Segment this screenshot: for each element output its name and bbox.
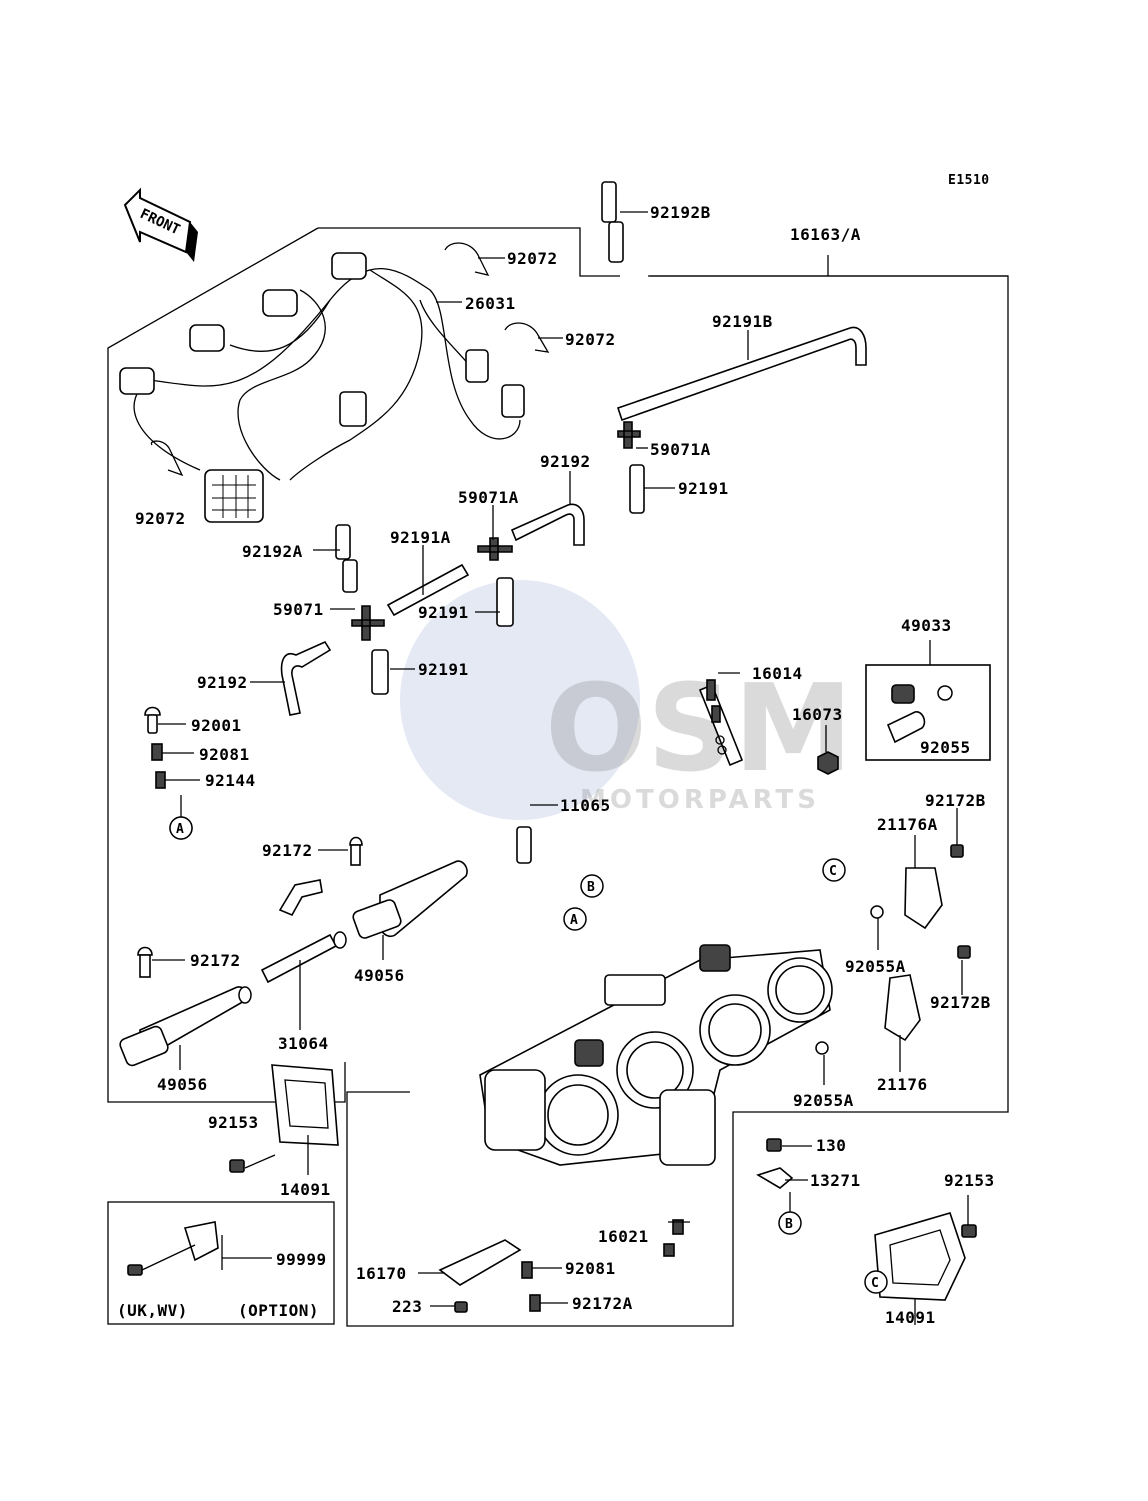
option-region-text: (UK,WV): [117, 1301, 188, 1320]
part-label-92055A: 92055A: [793, 1091, 854, 1110]
part-label-92001: 92001: [191, 716, 242, 735]
connector-icon: [465, 349, 489, 383]
assembly-frame: [107, 227, 1009, 1327]
part-label-92072: 92072: [135, 509, 186, 528]
watermark-logo-text: OSM: [545, 660, 853, 799]
part-label-49056: 49056: [157, 1075, 208, 1094]
part-label-92055A: 92055A: [845, 957, 906, 976]
part-label-21176: 21176: [877, 1075, 928, 1094]
part-label-59071: 59071: [273, 600, 324, 619]
part-label-92072: 92072: [507, 249, 558, 268]
part-label-92191: 92191: [418, 603, 469, 622]
part-label-92072: 92072: [565, 330, 616, 349]
part-label-16014: 16014: [752, 664, 803, 683]
part-label-92153: 92153: [208, 1113, 259, 1132]
diagram-code: E1510: [948, 173, 990, 188]
part-label-92191: 92191: [678, 479, 729, 498]
part-labels: 92192B 16163/A 92072 26031 92072 92191B …: [135, 203, 995, 1327]
part-label-49033: 49033: [901, 616, 952, 635]
connector-icon: [189, 324, 225, 352]
option-note-text: (OPTION): [238, 1301, 319, 1320]
part-label-92192B: 92192B: [650, 203, 711, 222]
wiring-harness: [119, 252, 525, 523]
part-label-92172: 92172: [190, 951, 241, 970]
part-label-92192: 92192: [540, 452, 591, 471]
ref-marker-c-bottom: C: [871, 1276, 879, 1291]
part-label-92172: 92172: [262, 841, 313, 860]
ref-marker-a-left: A: [176, 822, 184, 837]
fuel-delivery-pipes: [119, 836, 468, 1067]
connector-icon: [119, 367, 155, 395]
ref-marker-a-mid: A: [570, 913, 578, 928]
part-label-16170: 16170: [356, 1264, 407, 1283]
part-label-99999: 99999: [276, 1250, 327, 1269]
part-label-92055: 92055: [920, 738, 971, 757]
ref-marker-b-bottom: B: [785, 1217, 793, 1232]
part-label-21176A: 21176A: [877, 815, 938, 834]
part-label-92153: 92153: [944, 1171, 995, 1190]
connector-icon: [262, 289, 298, 317]
sensors: [698, 664, 991, 1055]
part-label-14091: 14091: [885, 1308, 936, 1327]
part-label-16073: 16073: [792, 705, 843, 724]
clamps: [150, 242, 550, 477]
part-label-59071A: 59071A: [650, 440, 711, 459]
part-label-13271: 13271: [810, 1171, 861, 1190]
part-label-31064: 31064: [278, 1034, 329, 1053]
part-label-92172B: 92172B: [925, 791, 986, 810]
main-connector-icon: [204, 469, 264, 523]
throttle-body-assembly: [479, 944, 833, 1166]
connector-icon: [331, 252, 367, 280]
ref-markers: A B A C B C: [169, 816, 888, 1294]
ref-marker-b-top: B: [587, 880, 595, 895]
part-label-92191B: 92191B: [712, 312, 773, 331]
part-label-92191: 92191: [418, 660, 469, 679]
callout-lines: [152, 211, 969, 1325]
bottom-hardware: [229, 1064, 977, 1313]
front-arrow-icon: FRONT: [123, 187, 198, 262]
part-label-92172B: 92172B: [930, 993, 991, 1012]
part-label-92192: 92192: [197, 673, 248, 692]
watermark-globe-icon: [400, 580, 640, 820]
watermark-sub-text: MOTORPARTS: [580, 785, 820, 815]
sensor-kit-box: [865, 664, 991, 761]
hose-joints: [351, 421, 641, 641]
part-label-223: 223: [392, 1297, 422, 1316]
part-label-26031: 26031: [465, 294, 516, 313]
part-label-16021: 16021: [598, 1227, 649, 1246]
part-label-92191A: 92191A: [390, 528, 451, 547]
connector-icon: [501, 384, 525, 418]
part-label-11065: 11065: [560, 796, 611, 815]
connector-icon: [339, 391, 367, 427]
ref-marker-c-top: C: [829, 864, 837, 879]
part-label-14091: 14091: [280, 1180, 331, 1199]
vacuum-hoses: [280, 181, 867, 864]
part-label-92081: 92081: [199, 745, 250, 764]
part-label-92144: 92144: [205, 771, 256, 790]
part-label-130: 130: [816, 1136, 846, 1155]
part-label-92081: 92081: [565, 1259, 616, 1278]
part-label-59071A: 59071A: [458, 488, 519, 507]
part-label-16163A: 16163/A: [790, 225, 861, 244]
option-box: (UK,WV) (OPTION): [107, 1201, 335, 1325]
watermark: OSM MOTORPARTS: [400, 580, 853, 820]
part-label-49056: 49056: [354, 966, 405, 985]
part-label-92192A: 92192A: [242, 542, 303, 561]
part-label-92172A: 92172A: [572, 1294, 633, 1313]
